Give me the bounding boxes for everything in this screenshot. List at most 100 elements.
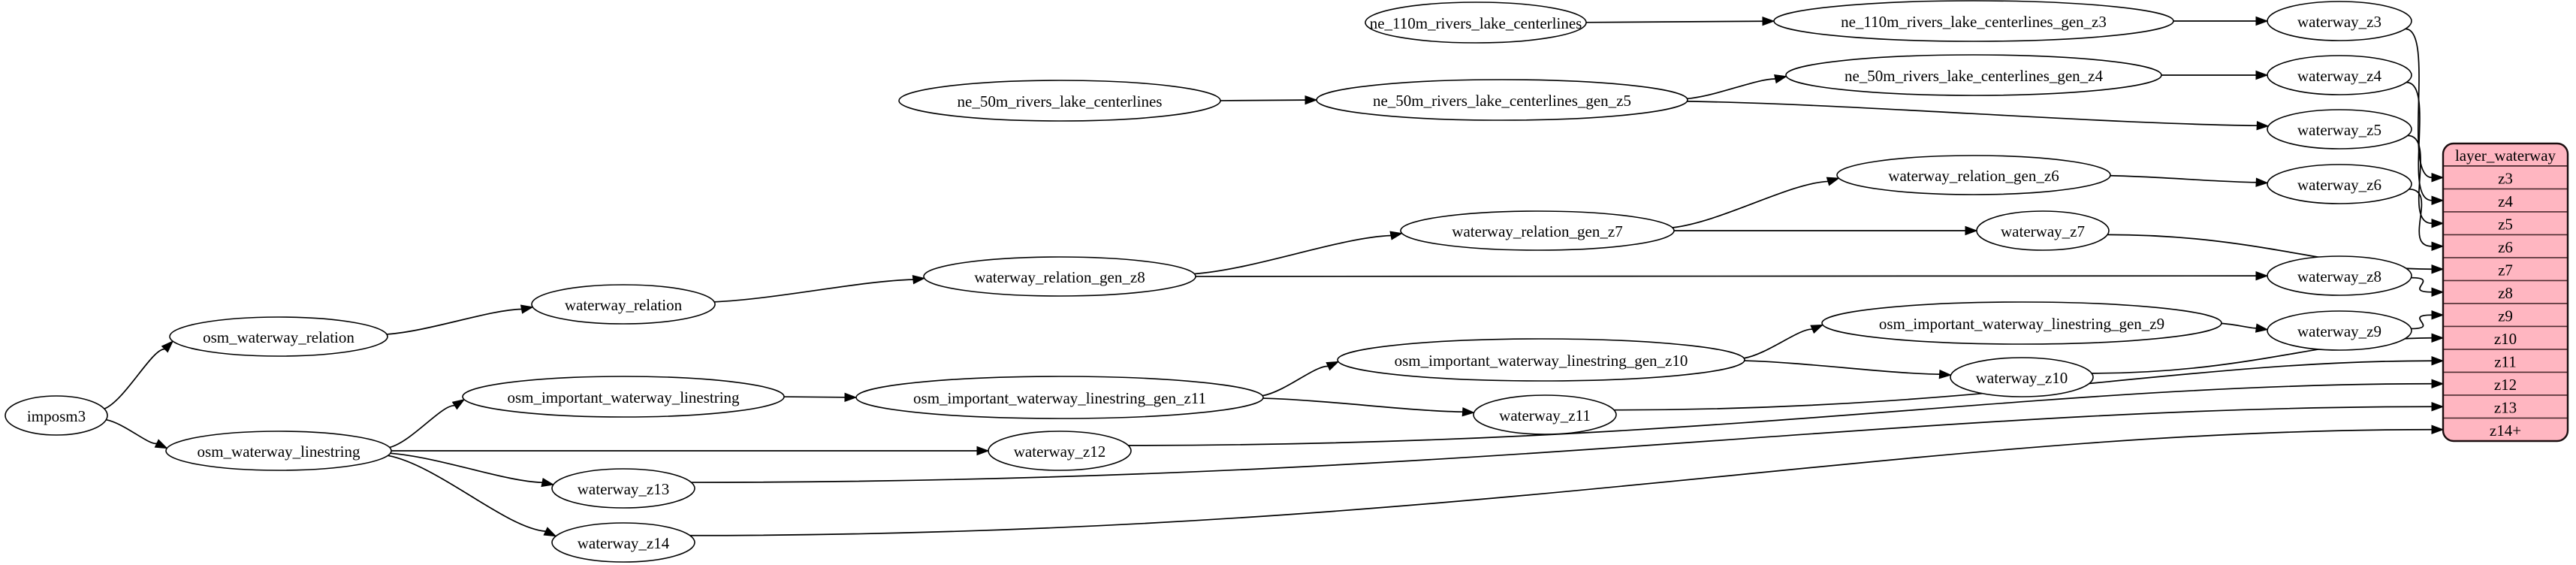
- node-label: waterway_z9: [2297, 322, 2381, 340]
- edge-line: [1262, 365, 1329, 397]
- edge-arrowhead: [1461, 406, 1476, 417]
- edge-arrowhead: [2431, 219, 2445, 228]
- table-row-z5[interactable]: [2443, 211, 2568, 236]
- edge-arrowhead: [912, 274, 926, 285]
- edge-waterway_relation_gen_z6-to-waterway_z6: [2110, 174, 2269, 187]
- node-waterway_z12[interactable]: waterway_z12: [988, 431, 1132, 471]
- edge-arrowhead: [976, 446, 990, 456]
- edge-arrowhead: [1965, 225, 1978, 236]
- edge-arrowhead: [1938, 369, 1953, 379]
- node-label: waterway_z7: [2001, 222, 2085, 240]
- node-waterway_z7[interactable]: waterway_z7: [1976, 210, 2110, 251]
- node-ellipse: [2267, 1, 2412, 41]
- edge-line: [689, 428, 2433, 536]
- node-ne_50m_rivers_lake_centerlines[interactable]: ne_50m_rivers_lake_centerlines: [898, 80, 1221, 122]
- node-waterway_relation_gen_z7[interactable]: waterway_relation_gen_z7: [1400, 210, 1675, 251]
- edge-arrowhead: [2431, 425, 2445, 434]
- edge-ne_50m_rivers_lake_centerlines_gen_z4-to-waterway_z4: [2161, 70, 2269, 80]
- edges-layer: [104, 16, 2445, 537]
- node-waterway_relation_gen_z8[interactable]: waterway_relation_gen_z8: [923, 256, 1196, 297]
- edge-waterway_relation_gen_z7-to-waterway_z7: [1674, 225, 1978, 236]
- node-ellipse: [462, 376, 785, 418]
- node-waterway_relation_gen_z6[interactable]: waterway_relation_gen_z6: [1836, 155, 2111, 195]
- node-ellipse: [898, 80, 1221, 122]
- edge-waterway_z6-to-table-z6: [2409, 188, 2445, 251]
- node-ellipse: [2267, 310, 2412, 351]
- node-waterway_z13[interactable]: waterway_z13: [551, 468, 695, 509]
- edge-line: [1672, 180, 1829, 228]
- edge-osm_waterway_relation-to-waterway_relation: [386, 304, 534, 335]
- edge-ne_50m_rivers_lake_centerlines_gen_z5-to-waterway_z5: [1687, 100, 2270, 131]
- table-row-z6[interactable]: [2443, 234, 2568, 258]
- node-ellipse: [165, 431, 392, 471]
- edge-osm_important_waterway_linestring_gen_z11-to-waterway_z11: [1262, 397, 1476, 417]
- node-ellipse: [1976, 210, 2110, 251]
- node-ne_50m_rivers_lake_centerlines_gen_z4[interactable]: ne_50m_rivers_lake_centerlines_gen_z4: [1785, 54, 2162, 96]
- node-ne_50m_rivers_lake_centerlines_gen_z5[interactable]: ne_50m_rivers_lake_centerlines_gen_z5: [1316, 79, 1688, 121]
- edge-line: [2221, 322, 2257, 329]
- edge-imposm3-to-osm_waterway_linestring: [106, 418, 168, 449]
- table-row-z3[interactable]: [2443, 165, 2568, 190]
- table-row-z11[interactable]: [2443, 349, 2568, 373]
- node-ne_110m_rivers_lake_centerlines[interactable]: ne_110m_rivers_lake_centerlines: [1365, 2, 1587, 44]
- table-header-label: layer_waterway: [2455, 147, 2556, 165]
- edge-line: [2409, 188, 2433, 247]
- node-waterway_z4[interactable]: waterway_z4: [2267, 55, 2412, 95]
- table-row-z8[interactable]: [2443, 279, 2568, 304]
- edge-line: [1744, 360, 1940, 376]
- edge-ne_50m_rivers_lake_centerlines-to-ne_50m_rivers_lake_centerlines_gen_z5: [1220, 95, 1318, 105]
- table-row-label: z8: [2498, 284, 2513, 302]
- node-waterway_z5[interactable]: waterway_z5: [2267, 109, 2412, 150]
- node-label: osm_waterway_relation: [203, 328, 354, 346]
- edge-arrowhead: [2255, 323, 2269, 333]
- edge-line: [2407, 134, 2433, 225]
- edge-arrowhead: [2431, 264, 2445, 274]
- edge-arrowhead: [1762, 17, 1775, 26]
- node-waterway_z9[interactable]: waterway_z9: [2267, 310, 2412, 351]
- node-waterway_z8[interactable]: waterway_z8: [2267, 255, 2412, 296]
- edge-waterway_relation-to-waterway_relation_gen_z8: [714, 274, 926, 303]
- node-osm_waterway_relation[interactable]: osm_waterway_relation: [169, 316, 388, 357]
- node-ne_110m_rivers_lake_centerlines_gen_z3[interactable]: ne_110m_rivers_lake_centerlines_gen_z3: [1773, 0, 2174, 42]
- node-osm_important_waterway_linestring_gen_z10[interactable]: osm_important_waterway_linestring_gen_z1…: [1337, 338, 1745, 382]
- node-ellipse: [169, 316, 388, 357]
- edge-arrowhead: [543, 527, 557, 537]
- node-waterway_z6[interactable]: waterway_z6: [2267, 164, 2412, 204]
- node-label: osm_important_waterway_linestring: [507, 388, 740, 406]
- node-ellipse: [1836, 155, 2111, 195]
- node-waterway_relation[interactable]: waterway_relation: [531, 284, 716, 325]
- node-waterway_z14[interactable]: waterway_z14: [551, 522, 695, 563]
- node-label: imposm3: [27, 407, 86, 425]
- node-label: ne_50m_rivers_lake_centerlines_gen_z4: [1845, 67, 2104, 85]
- node-label: waterway_relation_gen_z8: [974, 268, 1145, 286]
- node-osm_important_waterway_linestring_gen_z9[interactable]: osm_important_waterway_linestring_gen_z9: [1821, 301, 2222, 345]
- edge-waterway_z8-to-table-z8: [2411, 276, 2445, 297]
- table-header-cell: [2443, 144, 2568, 167]
- node-osm_important_waterway_linestring[interactable]: osm_important_waterway_linestring: [462, 376, 785, 418]
- node-osm_important_waterway_linestring_gen_z11[interactable]: osm_important_waterway_linestring_gen_z1…: [855, 376, 1264, 419]
- edge-arrowhead: [451, 398, 466, 410]
- edge-arrowhead: [1774, 74, 1787, 84]
- node-ellipse: [5, 395, 108, 436]
- node-ellipse: [2267, 255, 2412, 296]
- node-label: waterway_z8: [2297, 267, 2381, 286]
- edge-arrowhead: [844, 392, 858, 403]
- edge-waterway_relation_gen_z8-to-waterway_z8: [1195, 270, 2269, 281]
- edge-waterway_z12-to-table-z12: [1128, 379, 2445, 446]
- table-row-label: z12: [2494, 376, 2517, 394]
- node-ellipse: [1950, 357, 2094, 397]
- node-imposm3[interactable]: imposm3: [5, 395, 108, 436]
- edge-ne_110m_rivers_lake_centerlines_gen_z3-to-waterway_z3: [2173, 16, 2269, 26]
- edge-arrowhead: [2431, 310, 2445, 320]
- node-waterway_z11[interactable]: waterway_z11: [1473, 394, 1617, 435]
- edge-line: [1743, 328, 1813, 359]
- node-waterway_z10[interactable]: waterway_z10: [1950, 357, 2094, 397]
- node-ellipse: [988, 431, 1132, 471]
- node-label: osm_waterway_linestring: [198, 443, 360, 461]
- node-waterway_z3[interactable]: waterway_z3: [2267, 1, 2412, 41]
- edge-line: [1262, 397, 1463, 413]
- table-row-label: z6: [2498, 238, 2513, 256]
- table-row-z14plus[interactable]: [2443, 417, 2568, 442]
- node-osm_waterway_linestring[interactable]: osm_waterway_linestring: [165, 431, 392, 471]
